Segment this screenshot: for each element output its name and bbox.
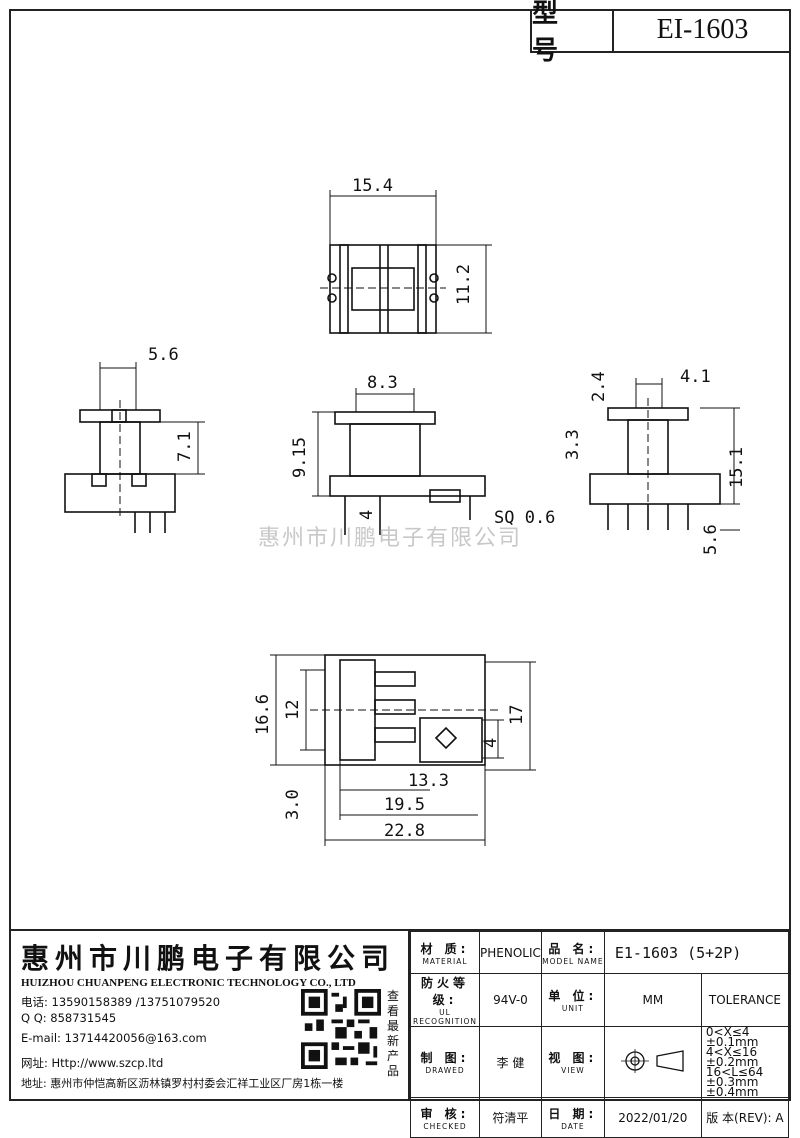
rev-cell: 版 本(REV): A bbox=[700, 1097, 790, 1138]
company-website: 网址: Http://www.szcp.ltd bbox=[21, 1056, 164, 1070]
drawn-value: 李 健 bbox=[479, 1026, 542, 1098]
name-label: 品 名:MODEL NAME bbox=[540, 931, 605, 974]
dim-j: 3.0 bbox=[283, 789, 303, 820]
model-value: EI-1603 bbox=[656, 14, 749, 45]
name-value: E1-1603 (5+2P) bbox=[603, 931, 790, 974]
qr-caption: 查看最新产品 bbox=[387, 989, 400, 1078]
unit-value: MM bbox=[603, 973, 702, 1027]
dim-h: 4.1 bbox=[680, 367, 711, 387]
spec-table: 材 质:MATERIAL PHENOLIC 品 名:MODEL NAME E1-… bbox=[410, 931, 790, 1138]
dim-f: 9.15 bbox=[290, 437, 310, 478]
unit-label: 单 位:UNIT bbox=[540, 973, 605, 1027]
dim-k: 13.3 bbox=[408, 771, 449, 791]
dim-a: 15.4 bbox=[352, 176, 393, 196]
dim-b: 11.2 bbox=[454, 264, 474, 305]
tolerance-list: 0<X≤4 ±0.1mm 4<X≤16 ±0.2mm 16<L≤64 ±0.3m… bbox=[700, 1026, 790, 1098]
view-label: 视 图:VIEW bbox=[540, 1026, 605, 1098]
front-view bbox=[312, 388, 486, 535]
dim-i: 12 bbox=[283, 700, 303, 720]
company-phone: 电话: 13590158389 /13751079520 bbox=[21, 995, 221, 1009]
check-value: 符清平 bbox=[479, 1097, 542, 1138]
drawing-frame bbox=[9, 9, 791, 1101]
title-block: 惠州市川鹏电子有限公司 HUIZHOU CHUANPENG ELECTRONIC… bbox=[9, 929, 791, 1138]
company-info: 惠州市川鹏电子有限公司 HUIZHOU CHUANPENG ELECTRONIC… bbox=[9, 931, 410, 1101]
check-label: 审 核:CHECKED bbox=[410, 1097, 480, 1138]
dim-e: 8.3 bbox=[367, 373, 398, 393]
rev-label: 版 本(REV): bbox=[706, 1111, 772, 1125]
date-label: 日 期:DATE bbox=[540, 1097, 605, 1138]
tolerance-label: TOLERANCE bbox=[700, 973, 790, 1027]
dim-t: SQ 0.6 bbox=[494, 508, 555, 528]
company-name-cn: 惠州市川鹏电子有限公司 bbox=[21, 942, 396, 975]
bottom-view bbox=[270, 654, 536, 846]
technical-drawing: 15.4 11.2 5.6 7.1 8.3 9.1 bbox=[64, 176, 747, 846]
dim-c: 5.6 bbox=[148, 345, 179, 365]
dim-d: 7.1 bbox=[175, 431, 195, 462]
company-name-en: HUIZHOU CHUANPENG ELECTRONIC TECHNOLOGY … bbox=[21, 977, 356, 989]
rev-value: A bbox=[775, 1111, 784, 1125]
view-symbol bbox=[603, 1026, 702, 1098]
dim-d2: 2.4 bbox=[589, 371, 609, 402]
dim-m: 22.8 bbox=[384, 821, 425, 841]
company-address: 地址: 惠州市仲恺高新区沥林镇罗村村委会汇祥工业区厂房1栋一楼 bbox=[21, 1077, 344, 1090]
material-label: 材 质:MATERIAL bbox=[410, 931, 480, 974]
dim-n: 17 bbox=[507, 705, 527, 725]
projection-symbol-icon bbox=[620, 1048, 684, 1073]
dim-s: 5.6 bbox=[701, 524, 721, 555]
dim-l: 19.5 bbox=[384, 795, 425, 815]
dim-q: 3.3 bbox=[563, 429, 583, 460]
material-value: PHENOLIC bbox=[479, 931, 542, 974]
left-view bbox=[64, 362, 205, 533]
dim-r: 15.1 bbox=[727, 447, 747, 488]
company-qq: Q Q: 858731545 bbox=[21, 1011, 117, 1025]
fire-label: 防火等级:UL RECOGNITION bbox=[410, 973, 480, 1027]
dim-o: 4 bbox=[481, 738, 501, 748]
fire-value: 94V-0 bbox=[479, 973, 542, 1027]
watermark: 惠州市川鹏电子有限公司 bbox=[258, 526, 523, 551]
dim-g: 4 bbox=[357, 510, 377, 520]
top-view bbox=[320, 190, 492, 334]
company-email: E-mail: 13714420056@163.com bbox=[21, 1031, 207, 1045]
date-value: 2022/01/20 bbox=[603, 1097, 702, 1138]
dim-h2: 16.6 bbox=[253, 694, 273, 735]
right-view bbox=[589, 378, 740, 531]
drawn-label: 制 图:DRAWED bbox=[410, 1026, 480, 1098]
qr-code-icon[interactable] bbox=[301, 989, 381, 1069]
